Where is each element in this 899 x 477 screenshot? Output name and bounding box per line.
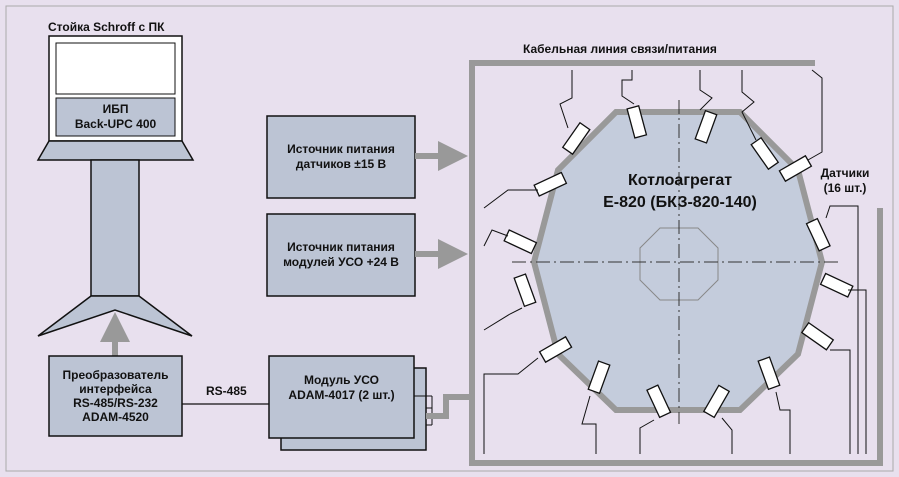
boiler-core [639,227,719,301]
converter-box [48,355,183,437]
rack-keyboard [36,140,195,161]
sensor-10 [702,384,731,419]
sensor-3 [694,109,718,144]
ups-label-line1: ИБП [102,102,129,116]
boiler-label: Котлоагрегат Е-820 (БКЗ-820-140) [580,168,780,216]
rack-base [37,295,193,337]
power-sensors-line1: Источник питания [287,142,395,156]
wire-14 [483,307,523,331]
power-modules-label: Источник питания модулей УСО +24 В [267,214,415,296]
power-modules-line2: модулей УСО +24 В [283,255,399,269]
cable-to-module [426,394,472,419]
sensor-wires [483,69,867,454]
wire-9 [775,391,791,454]
sensor-7 [819,272,854,298]
cable-label: Кабельная линия связи/питания [523,42,717,56]
boiler-line1: Котлоагрегат [627,172,733,189]
wire-1 [559,70,573,129]
sensor-6 [805,217,831,252]
sensor-11 [646,384,672,419]
sensor-5 [778,154,813,183]
sensor-4 [750,136,780,171]
rack-screen [55,42,176,95]
module-line2: ADAM-4017 (2 шт.) [288,388,395,402]
power-sensors-label: Источник питания датчиков ±15 В [267,116,415,198]
ups-box [55,97,176,137]
sensor-14 [513,273,537,308]
wire-6 [825,205,859,454]
wire-7 [848,289,867,454]
sensors-line2: (16 шт.) [823,181,867,195]
wire-16 [483,189,538,209]
boiler-body [530,109,826,413]
sensor-12 [587,360,611,395]
wire-2 [621,70,635,105]
ups-label: ИБП Back-UPC 400 [56,98,175,136]
wire-3 [699,70,713,111]
module-line1: Модуль УСО [304,373,379,387]
converter-line3: RS-485/RS-232 [73,396,158,410]
power-sensors-box [266,115,416,199]
sensor-9 [757,356,781,391]
rack-stand [90,159,140,297]
power-modules-box [266,213,416,297]
sensor-1 [561,121,591,156]
sensor-8 [800,321,835,351]
boiler-line2: Е-820 (БКЗ-820-140) [603,194,757,211]
converter-line4: ADAM-4520 [82,410,149,424]
sensor-2 [626,105,648,139]
power-sensors-line2: датчиков ±15 В [295,157,387,171]
sensor-group [503,105,854,419]
wire-5 [807,69,823,161]
ups-label-line2: Back-UPC 400 [74,117,157,131]
sensor-13 [538,335,573,364]
sensors-label: Датчики (16 шт.) [814,164,876,198]
module-box-front [268,355,415,439]
rack-title: Стойка Schroff с ПК [48,20,165,34]
wire-10 [721,417,733,454]
wire-8 [830,349,851,454]
rack-schroff [36,35,195,337]
wire-15 [483,229,509,247]
cable-frame [469,60,883,466]
wire-11 [639,419,655,454]
module-label: Модуль УСО ADAM-4017 (2 шт.) [269,356,414,420]
rs485-label: RS-485 [206,384,247,398]
power-modules-line1: Источник питания [287,240,395,254]
converter-line2: интерфейса [79,382,152,396]
wire-4 [741,70,757,141]
wire-13 [483,357,539,454]
converter-line1: Преобразователь [62,368,169,382]
converter-label: Преобразователь интерфейса RS-485/RS-232… [49,356,182,436]
wire-12 [581,395,597,454]
sensor-16 [533,171,568,197]
sensors-line1: Датчики [820,166,870,180]
